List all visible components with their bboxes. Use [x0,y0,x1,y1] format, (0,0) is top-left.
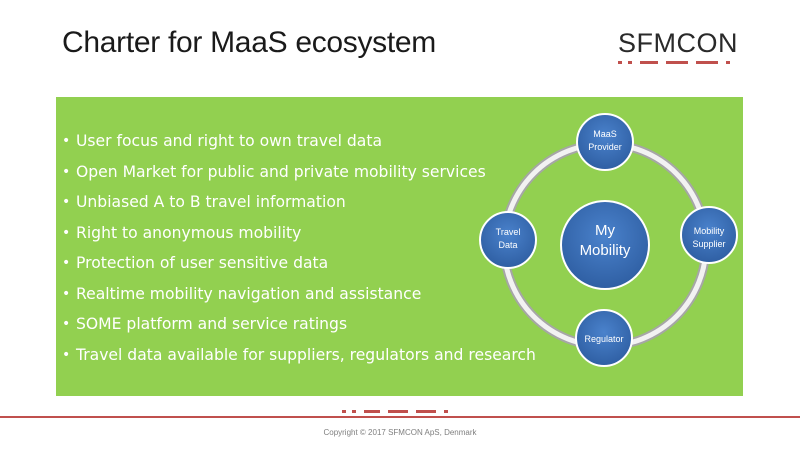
bullet-item: •SOME platform and service ratings [62,311,536,342]
left-node: Travel Data [479,211,537,269]
right-node: Mobility Supplier [680,206,738,264]
center-label-line2: Mobility [580,242,631,259]
sfmcon-logo: SFMCON [618,28,742,68]
center-label-line1: My [595,222,615,239]
right-label-line1: Mobility [694,226,725,236]
center-node: My Mobility [560,200,650,290]
left-label-line1: Travel [496,227,521,237]
bullet-icon: • [62,285,71,302]
bullet-item: •Open Market for public and private mobi… [62,159,536,190]
bullet-item: •Right to anonymous mobility [62,220,536,251]
bullet-item: •Travel data available for suppliers, re… [62,342,536,373]
bullet-icon: • [62,346,71,363]
bullet-icon: • [62,224,71,241]
top-label-line2: Provider [588,142,622,152]
bottom-node: Regulator [575,309,633,367]
logo-text: SFMCON [618,28,738,58]
footer-line [0,416,800,418]
bullet-item: •Unbiased A to B travel information [62,189,536,220]
logo-dash-icon [618,61,730,64]
bullet-icon: • [62,194,71,210]
mobility-diagram: My Mobility MaaS Provider Mobility Suppl… [479,113,738,367]
bullet-item: •Realtime mobility navigation and assist… [62,281,536,312]
bullet-icon: • [62,163,71,180]
bullet-item: •User focus and right to own travel data [62,128,536,159]
top-node: MaaS Provider [576,113,634,171]
bottom-label: Regulator [584,334,623,344]
right-label-line2: Supplier [692,239,725,249]
bullet-icon: • [62,316,71,332]
slide-title: Charter for MaaS ecosystem [62,26,436,59]
bullet-icon: • [62,255,71,271]
top-label-line1: MaaS [593,129,617,139]
bullet-icon: • [62,133,71,149]
footer-dash-icon [342,410,448,413]
copyright-text: Copyright © 2017 SFMCON ApS, Denmark [323,428,477,437]
bullet-item: •Protection of user sensitive data [62,250,536,281]
left-label-line2: Data [498,240,517,250]
bullet-list: •User focus and right to own travel data… [62,128,536,372]
